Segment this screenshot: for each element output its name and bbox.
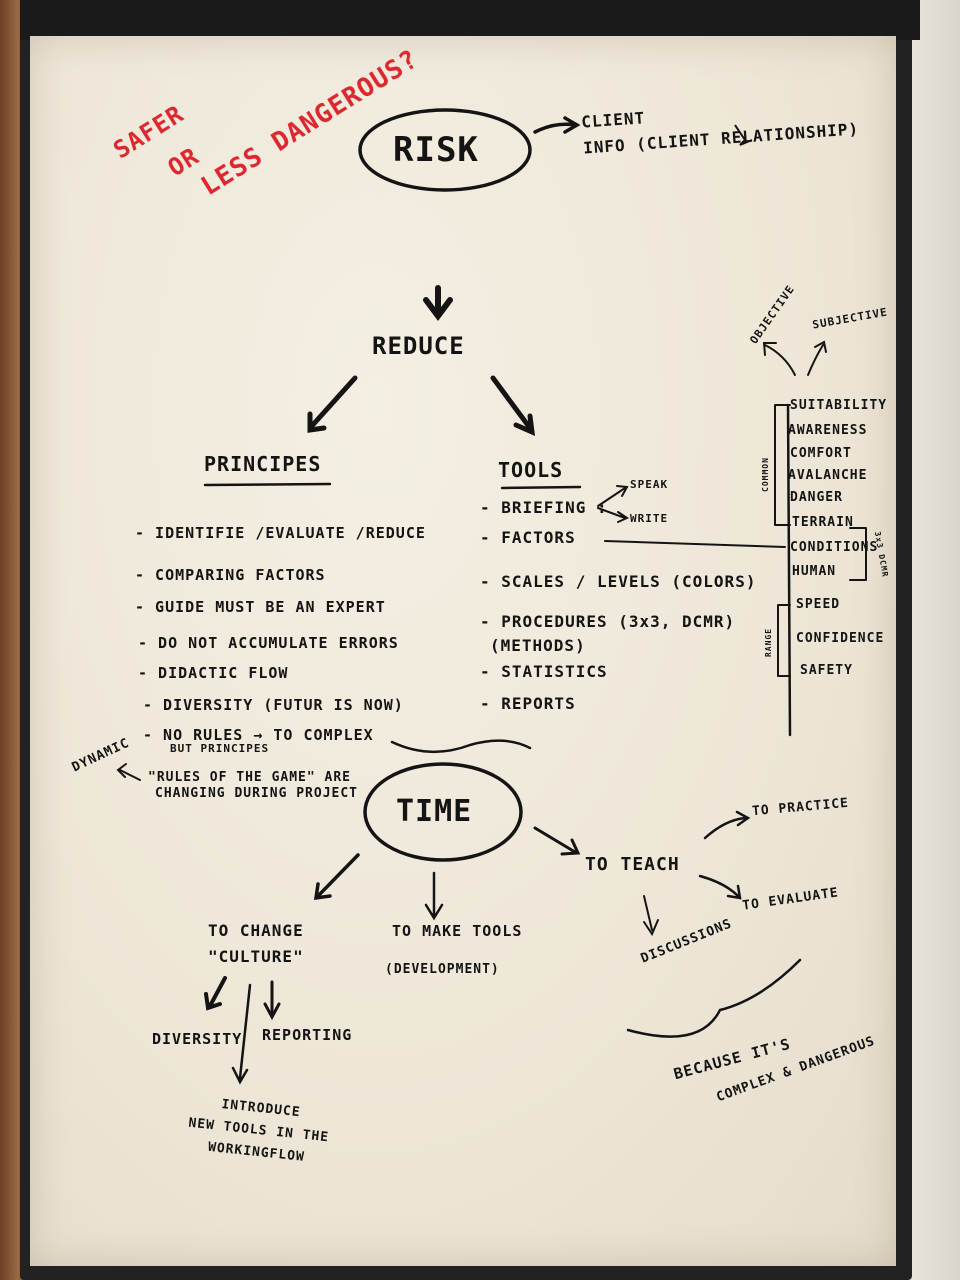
- principle-item: - COMPARING FACTORS: [135, 566, 326, 584]
- wave-mark: [390, 739, 532, 753]
- tool-item: - STATISTICS: [480, 662, 608, 681]
- briefing-speak: SPEAK: [630, 478, 669, 491]
- time-title: TIME: [396, 794, 473, 829]
- arrow-subjective: [807, 340, 827, 376]
- principle-item: "RULES OF THE GAME" ARE: [148, 770, 352, 785]
- principle-item: - DO NOT ACCUMULATE ERRORS: [138, 634, 399, 652]
- factor-item: SUITABILITY: [790, 398, 888, 413]
- arrow-reduce-principes: [307, 375, 358, 433]
- tool-item: (METHODS): [490, 636, 586, 655]
- factor-item: DANGER: [790, 490, 843, 505]
- arrow-teach-evaluate: [698, 874, 742, 900]
- flipchart-clip-bar: [20, 0, 920, 40]
- arrow-briefing-speak: [597, 485, 629, 507]
- arrow-teach-practice: [703, 810, 751, 840]
- underline-principes: [203, 482, 332, 487]
- tool-item: - SCALES / LEVELS (COLORS): [480, 572, 757, 591]
- factors-connector-line: [604, 540, 786, 548]
- arrow-time-teach: [533, 826, 581, 856]
- factor-item: COMFORT: [790, 446, 852, 461]
- arrow-culture-introduce: [231, 983, 252, 1085]
- arrow-time-maketools: [424, 871, 444, 921]
- principle-item: - IDENTIFIE /EVALUATE /REDUCE: [135, 524, 426, 542]
- arrow-briefing-write: [597, 507, 630, 523]
- to-change-culture: TO CHANGE "CULTURE": [208, 921, 304, 966]
- principle-item: - NO RULES → TO COMPLEX: [143, 726, 374, 744]
- factor-item: CONDITIONS: [790, 540, 879, 555]
- factor-group-label: RANGE: [764, 627, 774, 658]
- arrow-time-culture: [313, 853, 360, 901]
- tool-item: - REPORTS: [480, 694, 576, 713]
- factor-item: TERRAIN: [792, 515, 854, 530]
- reduce-label: REDUCE: [372, 332, 465, 360]
- to-teach: TO TEACH: [585, 854, 680, 875]
- curve-because: [626, 958, 802, 1038]
- risk-title: RISK: [393, 130, 479, 170]
- development-label: (DEVELOPMENT): [385, 962, 500, 977]
- risk-circle: [358, 108, 532, 192]
- reporting-label: REPORTING: [262, 1026, 353, 1044]
- wall-background: [910, 0, 960, 1280]
- to-make-tools: TO MAKE TOOLS: [392, 922, 523, 940]
- tool-item: - PROCEDURES (3x3, DCMR): [480, 612, 736, 631]
- arrow-objective: [762, 342, 796, 376]
- principle-item: - GUIDE MUST BE AN EXPERT: [135, 598, 386, 616]
- principle-item: CHANGING DURING PROJECT: [155, 786, 359, 801]
- diversity-label: DIVERSITY: [152, 1030, 243, 1048]
- arrow-dynamic: [116, 763, 141, 781]
- factor-item: SPEED: [796, 597, 841, 612]
- factors-spine: [786, 403, 792, 737]
- tool-item: - BRIEFING :: [480, 498, 608, 517]
- flipchart-paper: [30, 36, 896, 1266]
- arrow-reduce-tools: [490, 375, 536, 437]
- arrow-culture-reporting: [263, 980, 281, 1021]
- factor-item: HUMAN: [792, 564, 837, 579]
- arrow-culture-diversity: [204, 976, 227, 1011]
- arrow-down-reduce: [423, 285, 453, 321]
- arrow-risk-client: [533, 116, 581, 134]
- principle-subnote: BUT PRINCIPES: [170, 742, 270, 755]
- factor-item: SAFETY: [800, 663, 853, 678]
- arrow-teach-discussions: [643, 895, 659, 937]
- time-circle: [363, 762, 523, 862]
- principle-item: - DIDACTIC FLOW: [138, 664, 289, 682]
- principle-item: - DIVERSITY (FUTUR IS NOW): [143, 696, 404, 714]
- underline-tools: [500, 485, 582, 490]
- factor-item: AWARENESS: [788, 423, 868, 438]
- factor-group-label: COMMON: [760, 457, 770, 492]
- tool-item: - FACTORS: [480, 528, 576, 547]
- briefing-write: WRITE: [630, 512, 669, 525]
- factor-item: AVALANCHE: [788, 468, 868, 483]
- principes-heading: PRINCIPES: [204, 452, 322, 476]
- tools-heading: TOOLS: [498, 458, 564, 482]
- factor-item: CONFIDENCE: [796, 631, 885, 646]
